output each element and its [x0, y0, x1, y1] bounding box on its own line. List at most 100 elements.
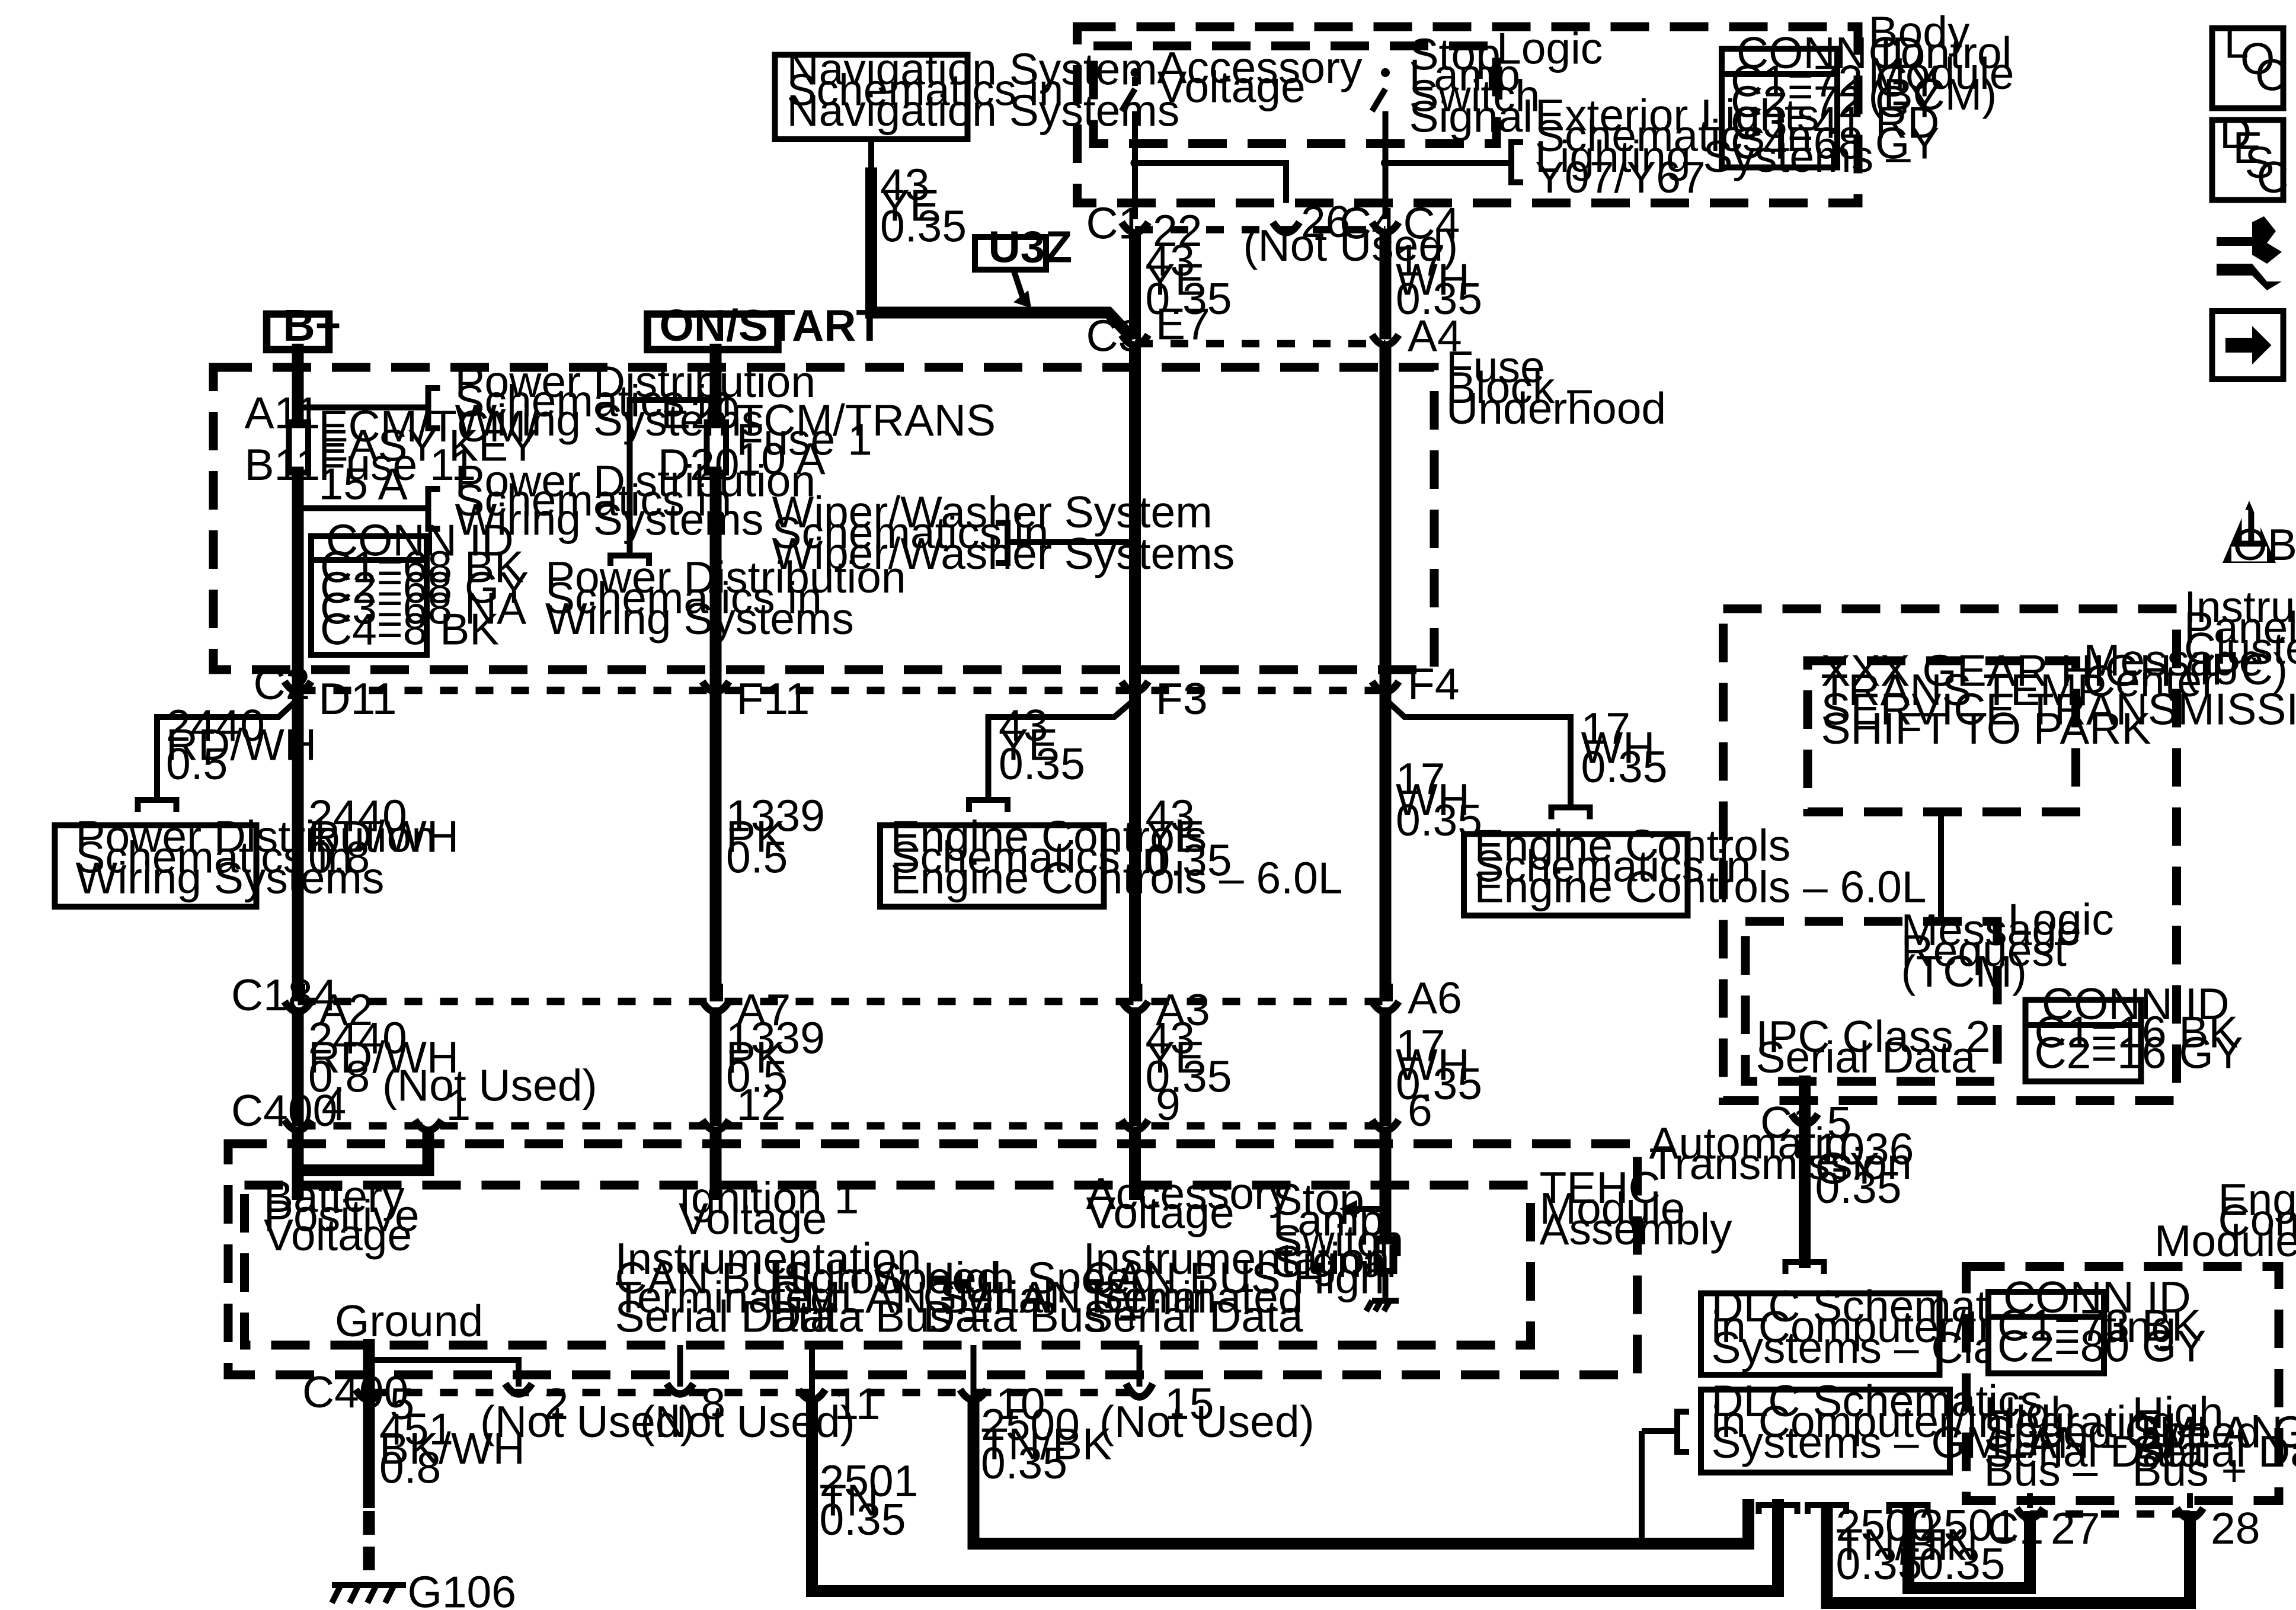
schematic-label: 15 — [1165, 1379, 1214, 1429]
schematic-label: Serial Data — [1083, 1292, 1303, 1342]
schematic-label: DLC Schematics — [1712, 1376, 2043, 1426]
schematic-label: 0.35 — [981, 1438, 1067, 1488]
schematic-label: A3 — [1156, 985, 1210, 1035]
engine-controls-ref-2[interactable]: Engine Controls Schematics in Engine Con… — [1461, 821, 1927, 918]
engine-controls-ref-1[interactable]: Engine Controls Schematics in Engine Con… — [877, 812, 1343, 910]
schematic-label: 0.8 — [308, 833, 370, 882]
schematic-label: 451 — [379, 1404, 453, 1454]
schematic-label: (Not Used) — [1099, 1397, 1315, 1446]
schematic-label: C4 — [1403, 199, 1460, 248]
schematic-label: 0.5 — [166, 739, 228, 789]
dlc-gmlan-ref[interactable]: DLC Schematics in Computer/Integrating S… — [1698, 1376, 2205, 1475]
schematic-label: 1339 — [726, 791, 825, 841]
schematic-label: GMLAN Serial — [923, 1272, 1207, 1322]
nav-system-ref[interactable]: Navigation System Schematics in Navigati… — [772, 44, 1180, 142]
exterior-lights-ref[interactable]: Exterior Lights Schematics in Lighting S… — [1535, 90, 1911, 202]
schematic-label: WH — [1396, 255, 1470, 305]
schematic-label: L — [2224, 18, 2249, 68]
schematic-label: Voltage — [1157, 62, 1306, 112]
schematic-label: Engine Controls – 6.0L — [1475, 862, 1927, 912]
schematic-label: CONN ID — [326, 516, 514, 565]
schematic-label: Block – — [1446, 363, 1592, 412]
schematic-label: Cluster — [2184, 623, 2296, 673]
power-distribution-ref-3[interactable]: Power Distribution Schematics in Wiring … — [545, 552, 906, 644]
schematic-label: Schematics in — [455, 475, 732, 525]
desc-icon[interactable]: D E S C — [2209, 108, 2289, 203]
schematic-label: 9 — [1156, 1080, 1181, 1129]
automatic-transmission — [223, 1139, 1642, 1379]
schematic-label: C — [2257, 152, 2289, 202]
schematic-label: F11 — [737, 674, 810, 724]
schematic-label: Engine — [2218, 1174, 2296, 1224]
schematic-label: (BCM) — [1869, 69, 1997, 119]
schematic-label: Fuse — [1446, 342, 1545, 392]
dlc-class2-ref[interactable]: DLC Schematics in Computer/Integrating S… — [1698, 1281, 2176, 1378]
power-distribution-ref-2[interactable]: Power Distribution Schematics in Wiring … — [455, 456, 816, 545]
wiper-washer-ref[interactable]: Wiper/Washer System Schematics in Wiper/… — [772, 487, 1235, 578]
schematic-label: 0.35 — [1146, 274, 1232, 324]
schematic-label: Schematics in — [1475, 841, 1751, 891]
schematic-label: U3Z — [989, 222, 1073, 272]
schematic-label: (Not Used) — [382, 1061, 597, 1110]
schematic-label: Body — [1869, 7, 1970, 57]
schematic-label: A11 — [245, 388, 321, 438]
schematic-label: Wiper/Washer Systems — [772, 529, 1235, 578]
schematic-label: 5 — [390, 1379, 415, 1429]
schematic-label: Instrumentation — [615, 1234, 922, 1283]
schematic-label: 0.35 — [1396, 1059, 1482, 1109]
schematic-label: RD/WH — [308, 812, 459, 862]
schematic-label: (Not Used) — [640, 1397, 855, 1446]
schematic-label: Message — [2083, 635, 2263, 685]
schematic-label: Exterior Lights — [1535, 90, 1819, 140]
schematic-label: C1=73 BK — [1997, 1301, 2201, 1350]
schematic-label: PK — [726, 812, 785, 862]
schematic-label: Automatic — [1649, 1118, 1847, 1168]
arrow-right-icon[interactable] — [2209, 308, 2287, 382]
schematic-label: Serial Data — [1984, 1426, 2204, 1476]
schematic-label: A2 — [319, 985, 373, 1035]
schematic-label: SERVICE TRANSMISSION — [1821, 684, 2296, 734]
schematic-label: Engine Controls — [891, 812, 1207, 862]
power-distribution-ref-4[interactable]: Power Distribution Schematics in Wiring … — [52, 812, 437, 910]
on-start-label: ON/START — [644, 300, 883, 354]
schematic-label: Signal — [1409, 92, 1533, 142]
schematic-label: 1 — [446, 1080, 471, 1129]
schematic-label: Terminated — [615, 1272, 835, 1322]
schematic-label: 43 — [999, 700, 1048, 750]
schematic-label: B11 — [245, 440, 321, 489]
schematic-label: Wiring Systems — [76, 853, 385, 903]
schematic-label: TN — [820, 1475, 879, 1525]
schematic-label: 1036 — [1815, 1124, 1914, 1174]
schematic-label: E — [2233, 123, 2263, 172]
schematic-label: 22 — [1153, 206, 1202, 255]
schematic-label: Wiring Systems — [545, 594, 854, 644]
schematic-label: 2440 — [166, 700, 265, 750]
schematic-label: Battery — [264, 1172, 405, 1221]
schematic-label: Power Distribution — [455, 456, 816, 506]
schematic-label: Schematics in — [891, 833, 1168, 882]
schematic-label: YE — [999, 720, 1058, 770]
schematic-label: WH — [1396, 774, 1470, 824]
ipc-logic — [1741, 917, 2002, 1086]
schematic-label: Assembly — [1540, 1204, 1733, 1254]
loc-icon[interactable]: L O C — [2209, 18, 2288, 111]
schematic-label: Data Bus – — [769, 1292, 989, 1342]
connector-wrench-icon[interactable] — [2217, 216, 2282, 290]
fuse-block-conn-id: CONN ID C1=68 BK C2=68 GY C3=68 NA C4=8 … — [308, 516, 529, 658]
schematic-label: C2=80 GY — [1997, 1321, 2206, 1371]
schematic-label: Serial Data — [615, 1292, 835, 1342]
schematic-label: 17 — [1396, 235, 1445, 285]
schematic-label: Ground — [335, 1296, 483, 1346]
schematic-label: (IPC) — [2184, 644, 2288, 694]
schematic-label: Instrument — [2184, 582, 2296, 632]
schematic-label: Control — [2218, 1195, 2296, 1245]
schematic-label: 2440 — [308, 1013, 407, 1063]
schematic-label: CONN ID — [1737, 28, 1924, 78]
schematic-label: CAN BUS High — [1083, 1253, 1384, 1303]
schematic-label: D — [2220, 108, 2252, 158]
schematic-label: Speed GMLAN — [2132, 1407, 2296, 1457]
b-plus-label: B+ — [263, 300, 341, 354]
schematic-label: Underhood — [1446, 383, 1666, 433]
schematic-label: 0.8 — [379, 1443, 441, 1493]
